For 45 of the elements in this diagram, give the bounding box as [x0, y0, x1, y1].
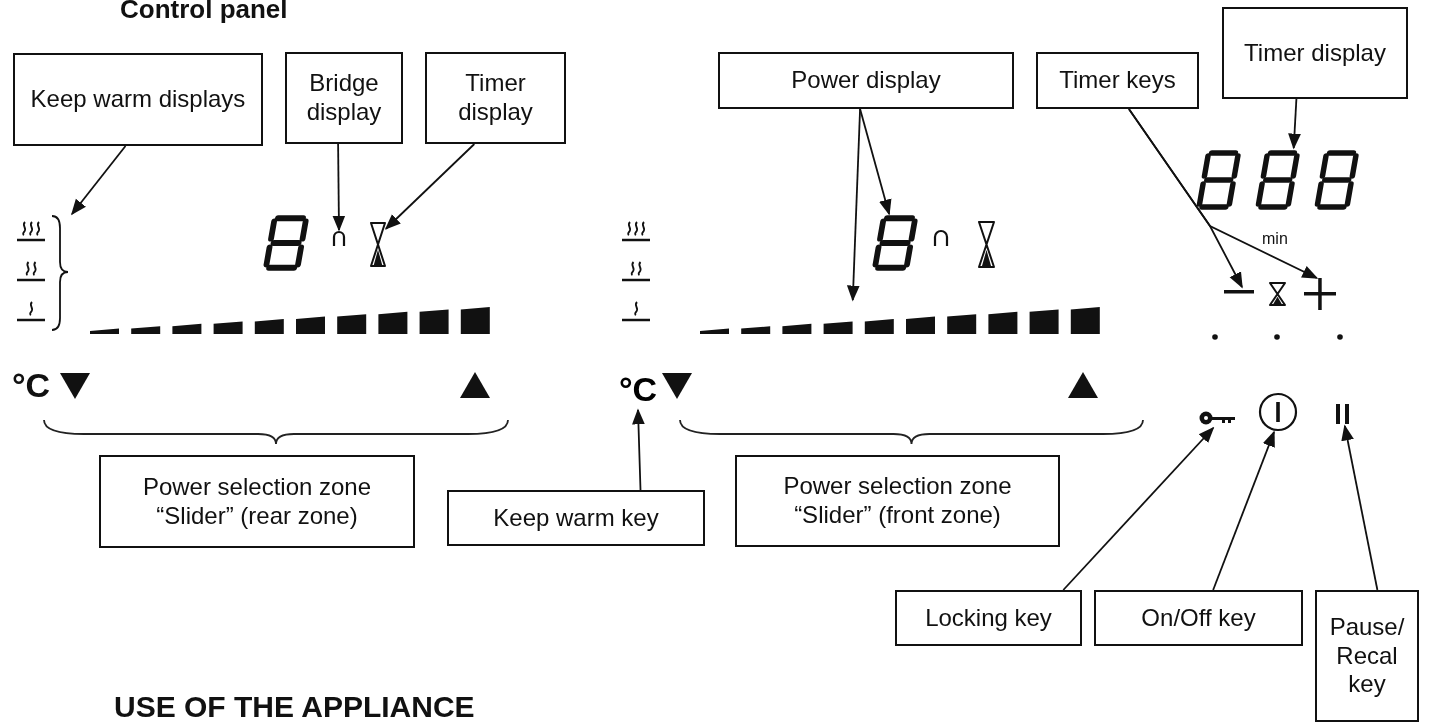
leader-arrow	[632, 408, 645, 491]
callout-box	[13, 53, 263, 146]
callout-box	[895, 590, 1082, 646]
section-heading: Control panel	[120, 0, 288, 25]
callout-box	[1036, 52, 1199, 109]
leader-arrow	[71, 145, 127, 216]
leader-arrow	[332, 143, 346, 232]
leader-arrow	[1288, 98, 1301, 150]
leader-arrow	[1128, 108, 1319, 279]
callout-box	[735, 455, 1060, 547]
callout-text: Keep warm displays	[30, 85, 246, 114]
leader-arrow	[846, 108, 861, 302]
callout-box	[1094, 590, 1303, 646]
callout-text: Pause/ Recal key	[1328, 612, 1406, 700]
minus-icon	[1224, 287, 1254, 297]
callout-box	[1222, 7, 1408, 99]
callout-box	[447, 490, 705, 546]
callout-text: Timer display	[1244, 38, 1386, 68]
callout-text: Timer keys	[1059, 66, 1176, 95]
leader-arrow	[1341, 424, 1379, 591]
callout-text: Locking key	[925, 603, 1052, 633]
callout-text: Power display	[791, 66, 941, 95]
key-label: °C	[612, 368, 664, 410]
leader-arrow	[384, 143, 476, 230]
leader-arrow	[859, 108, 892, 216]
plus-icon	[1304, 278, 1336, 310]
hourglass-icon	[370, 222, 386, 267]
callout-text: Power selection zone “Slider” (front zone)	[782, 472, 1013, 530]
key-label: °C	[12, 366, 51, 405]
leader-arrow	[1212, 430, 1275, 591]
callout-box	[1315, 590, 1419, 722]
callout-text: Timer display	[457, 69, 534, 127]
callout-text: Power selection zone “Slider” (rear zone)	[141, 472, 373, 531]
callout-text: On/Off key	[1141, 603, 1256, 633]
callout-box	[285, 52, 403, 144]
unit-label: min	[1262, 230, 1288, 248]
callout-box	[718, 52, 1014, 109]
leader-arrow	[1062, 426, 1215, 591]
section-heading: USE OF THE APPLIANCE	[114, 690, 475, 724]
callout-text: Keep warm key	[493, 503, 659, 533]
callout-box	[99, 455, 415, 548]
callout-text: Bridge display	[305, 69, 383, 127]
bridge-icon	[332, 230, 346, 246]
callout-box	[425, 52, 566, 144]
power-icon	[1258, 392, 1298, 432]
